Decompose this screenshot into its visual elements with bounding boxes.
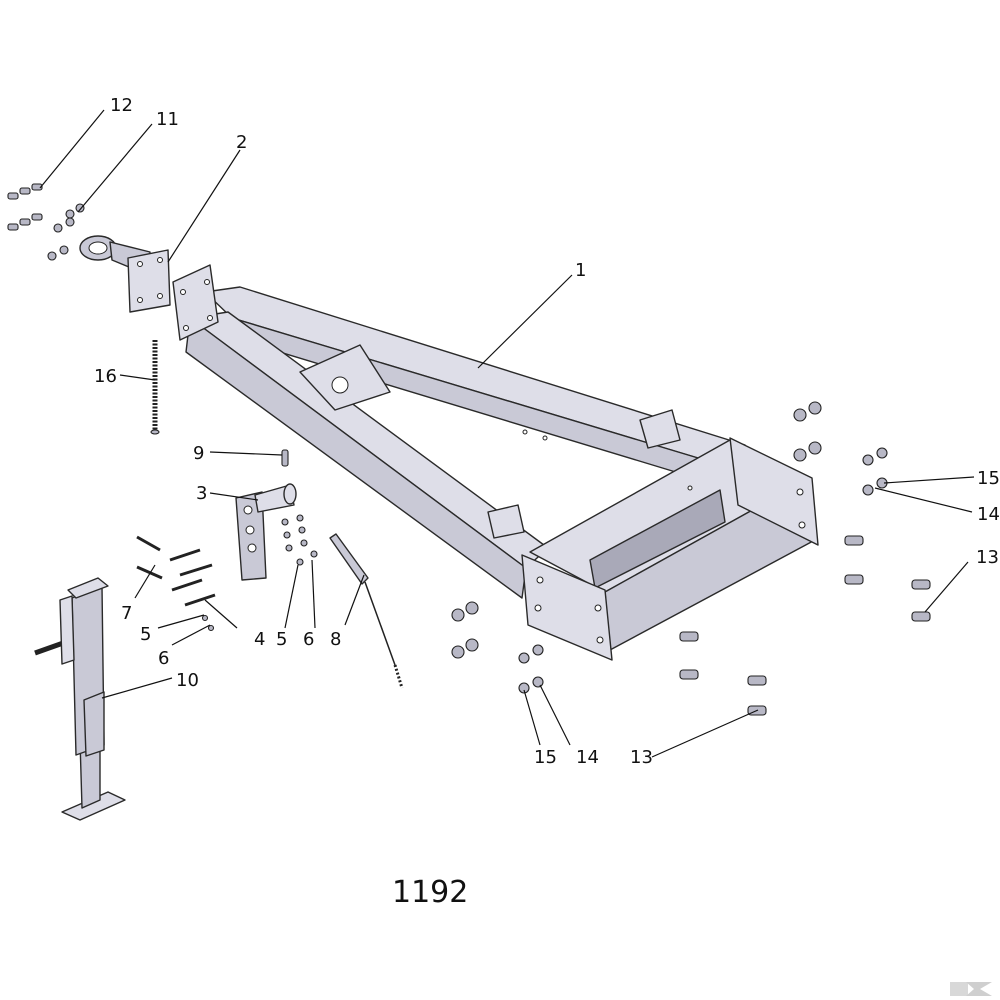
callout-6a: 6 <box>158 648 169 669</box>
a-frame-drawbar <box>172 264 819 661</box>
frame-nuts-right <box>793 401 888 496</box>
callout-10: 10 <box>176 670 199 691</box>
callout-9: 9 <box>193 443 204 464</box>
frame-bolts-right <box>844 535 931 622</box>
hitch-nuts <box>47 203 85 261</box>
callout-6b: 6 <box>303 629 314 650</box>
hitch-bolts <box>7 183 43 231</box>
callout-16: 16 <box>94 366 117 387</box>
callout-5a: 5 <box>140 624 151 645</box>
callout-15a: 15 <box>977 468 1000 489</box>
hitch-eye <box>79 235 171 313</box>
callout-13a: 13 <box>976 547 999 568</box>
frame-bolts-left <box>679 631 767 716</box>
callout-14a: 14 <box>977 504 1000 525</box>
pin <box>281 449 289 467</box>
callout-1: 1 <box>575 260 586 281</box>
callout-4: 4 <box>254 629 265 650</box>
callout-7: 7 <box>121 603 132 624</box>
jack-bracket <box>235 483 297 581</box>
leader-lines <box>39 109 975 758</box>
callout-3: 3 <box>196 483 207 504</box>
callouts: 1 2 3 4 5 5 6 6 7 8 9 10 11 12 13 13 14 … <box>94 95 1000 768</box>
drawing-number: 1192 <box>392 875 468 910</box>
callout-13b: 13 <box>630 747 653 768</box>
callout-2: 2 <box>236 132 247 153</box>
callout-15b: 15 <box>534 747 557 768</box>
jack-stand <box>34 577 126 821</box>
brand-logo <box>950 982 992 996</box>
callout-8: 8 <box>330 629 341 650</box>
callout-14b: 14 <box>576 747 599 768</box>
callout-5b: 5 <box>276 629 287 650</box>
jack-bolts <box>136 535 216 607</box>
jack-washers-nuts <box>201 514 318 632</box>
threaded-rod <box>150 340 160 435</box>
safety-chain <box>329 533 404 689</box>
callout-11: 11 <box>156 109 179 130</box>
frame-nuts-left <box>451 601 544 694</box>
callout-12: 12 <box>110 95 133 116</box>
